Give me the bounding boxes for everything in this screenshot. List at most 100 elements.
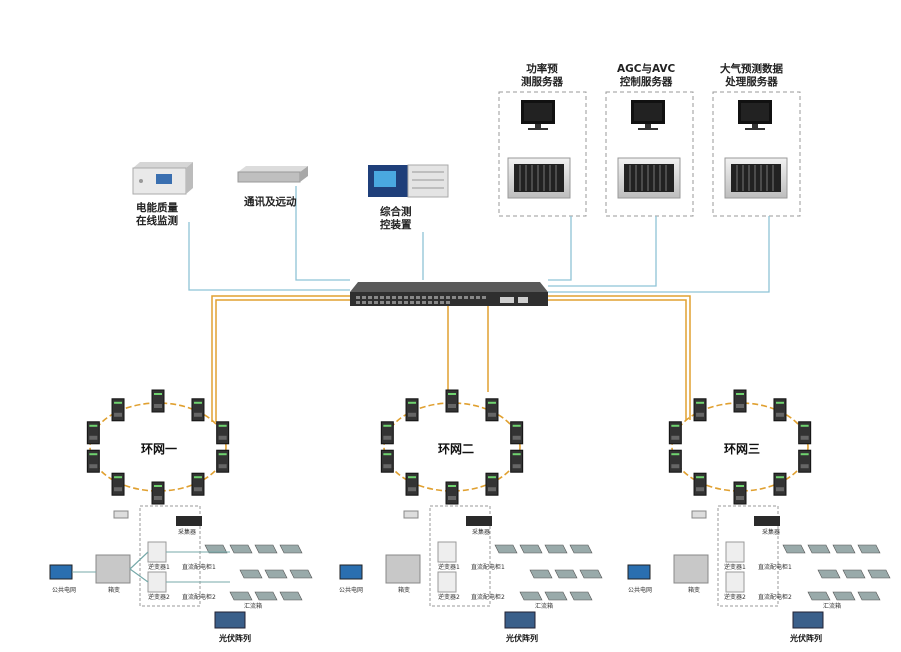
combiner-label-3: 汇流箱 <box>823 603 842 610</box>
solar-panel-icon <box>544 591 568 601</box>
server-boxes <box>498 91 801 217</box>
comm-label: 通讯及远动 <box>244 196 297 208</box>
ring-switch <box>86 421 100 445</box>
solar-panel-icon <box>519 591 543 601</box>
ring-switch <box>405 472 419 496</box>
solar-panel-icon <box>529 569 553 579</box>
collector-label-2: 采集器 <box>472 529 491 536</box>
ring-switch <box>693 398 707 422</box>
pv-array-icon <box>214 611 246 629</box>
power-quality-line2: 在线监测 <box>136 215 178 227</box>
dc-cabinet2-label-3: 直流配电柜2 <box>758 594 792 601</box>
ring-switch <box>485 398 499 422</box>
power-forecast-label: 功率预 测服务器 <box>521 63 563 89</box>
solar-panel-icon <box>229 544 253 554</box>
solar-panel-icon <box>817 569 841 579</box>
collector-device <box>754 516 780 526</box>
inverter1-label-3: 逆变器1 <box>724 564 746 571</box>
ring-switch <box>86 449 100 473</box>
server-group-1 <box>507 100 571 199</box>
solar-panel-icon <box>569 591 593 601</box>
solar-panel-icon <box>857 591 881 601</box>
integrated-line2: 控装置 <box>380 219 412 231</box>
solar-panel-icon <box>239 569 263 579</box>
transformer-label-1: 箱变 <box>108 587 121 594</box>
dc-cabinet1-label-2: 直流配电柜1 <box>471 564 505 571</box>
ring-switch <box>485 472 499 496</box>
dc-cabinet1-label-1: 直流配电柜1 <box>182 564 216 571</box>
ring-label-1: 环网一 <box>141 442 178 456</box>
inverter-2-device <box>437 571 457 593</box>
transformer-label-2: 箱变 <box>398 587 411 594</box>
weather-line2: 处理服务器 <box>725 76 778 88</box>
grid-monitor-icon <box>339 564 363 580</box>
server-group-2 <box>617 100 681 199</box>
collector-label-1: 采集器 <box>178 529 197 536</box>
grid-monitor-icon <box>627 564 651 580</box>
camera-icon <box>113 510 129 519</box>
pv-array-icon <box>792 611 824 629</box>
agc-avc-line2: 控制服务器 <box>619 76 673 88</box>
integrated-label: 综合测 控装置 <box>380 206 412 232</box>
solar-panel-icon <box>254 591 278 601</box>
solar-panel-icon <box>867 569 891 579</box>
ring-switch <box>111 398 125 422</box>
ring-switch <box>151 389 165 413</box>
dc-cabinet2-label-1: 直流配电柜2 <box>182 594 216 601</box>
inverter-1-device <box>147 541 167 563</box>
ring-switch <box>216 421 230 445</box>
network-lines-blue <box>188 186 770 293</box>
ring-switch <box>445 389 459 413</box>
ring-switch <box>405 398 419 422</box>
power-forecast-box <box>498 91 587 217</box>
inverter-2-device <box>725 571 745 593</box>
ring-switch <box>510 421 524 445</box>
field-section-3 <box>72 505 891 629</box>
ring-switch <box>216 449 230 473</box>
solar-panel-icon <box>544 544 568 554</box>
transformer-device <box>385 554 421 584</box>
ring-switch <box>668 421 682 445</box>
ring-switch <box>693 472 707 496</box>
solar-panel-icon <box>279 544 303 554</box>
field-wiring <box>72 551 230 583</box>
integrated-control-device <box>368 164 449 198</box>
ring-switch <box>380 449 394 473</box>
grid-label-3: 公共电网 <box>628 587 653 594</box>
ring-switch <box>191 472 205 496</box>
pv-array-label-2: 光伏阵列 <box>506 634 538 643</box>
collector-label-3: 采集器 <box>762 529 781 536</box>
ring-switch <box>668 449 682 473</box>
solar-panel-icon <box>857 544 881 554</box>
ring-1 <box>86 389 230 505</box>
ring-2 <box>380 389 524 505</box>
network-lines-orange <box>211 295 691 422</box>
pv-array-label-3: 光伏阵列 <box>790 634 822 643</box>
solar-panel-icon <box>807 544 831 554</box>
power-quality-device <box>132 162 193 195</box>
ring-switch <box>773 398 787 422</box>
field-sections <box>49 505 891 629</box>
servers <box>507 100 788 199</box>
ring-switch <box>151 481 165 505</box>
comm-device <box>237 166 308 183</box>
camera-icon <box>691 510 707 519</box>
dc-cabinet1-label-3: 直流配电柜1 <box>758 564 792 571</box>
weather-line1: 大气预测数据 <box>720 63 783 75</box>
power-quality-line1: 电能质量 <box>136 202 178 214</box>
ring-switch <box>773 472 787 496</box>
grid-monitor-icon <box>49 564 73 580</box>
inverter-2-device <box>147 571 167 593</box>
combiner-label-1: 汇流箱 <box>244 603 263 610</box>
ring-switch <box>798 449 812 473</box>
inverter-1-device <box>437 541 457 563</box>
agc-avc-box <box>605 91 694 217</box>
solar-panel-icon <box>782 544 806 554</box>
ring-label-3: 环网三 <box>724 442 761 456</box>
collector-device <box>466 516 492 526</box>
inverter1-label-1: 逆变器1 <box>148 564 170 571</box>
weather-box <box>712 91 801 217</box>
solar-panel-icon <box>569 544 593 554</box>
dc-cabinet2-label-2: 直流配电柜2 <box>471 594 505 601</box>
integrated-line1: 综合测 <box>380 206 412 218</box>
